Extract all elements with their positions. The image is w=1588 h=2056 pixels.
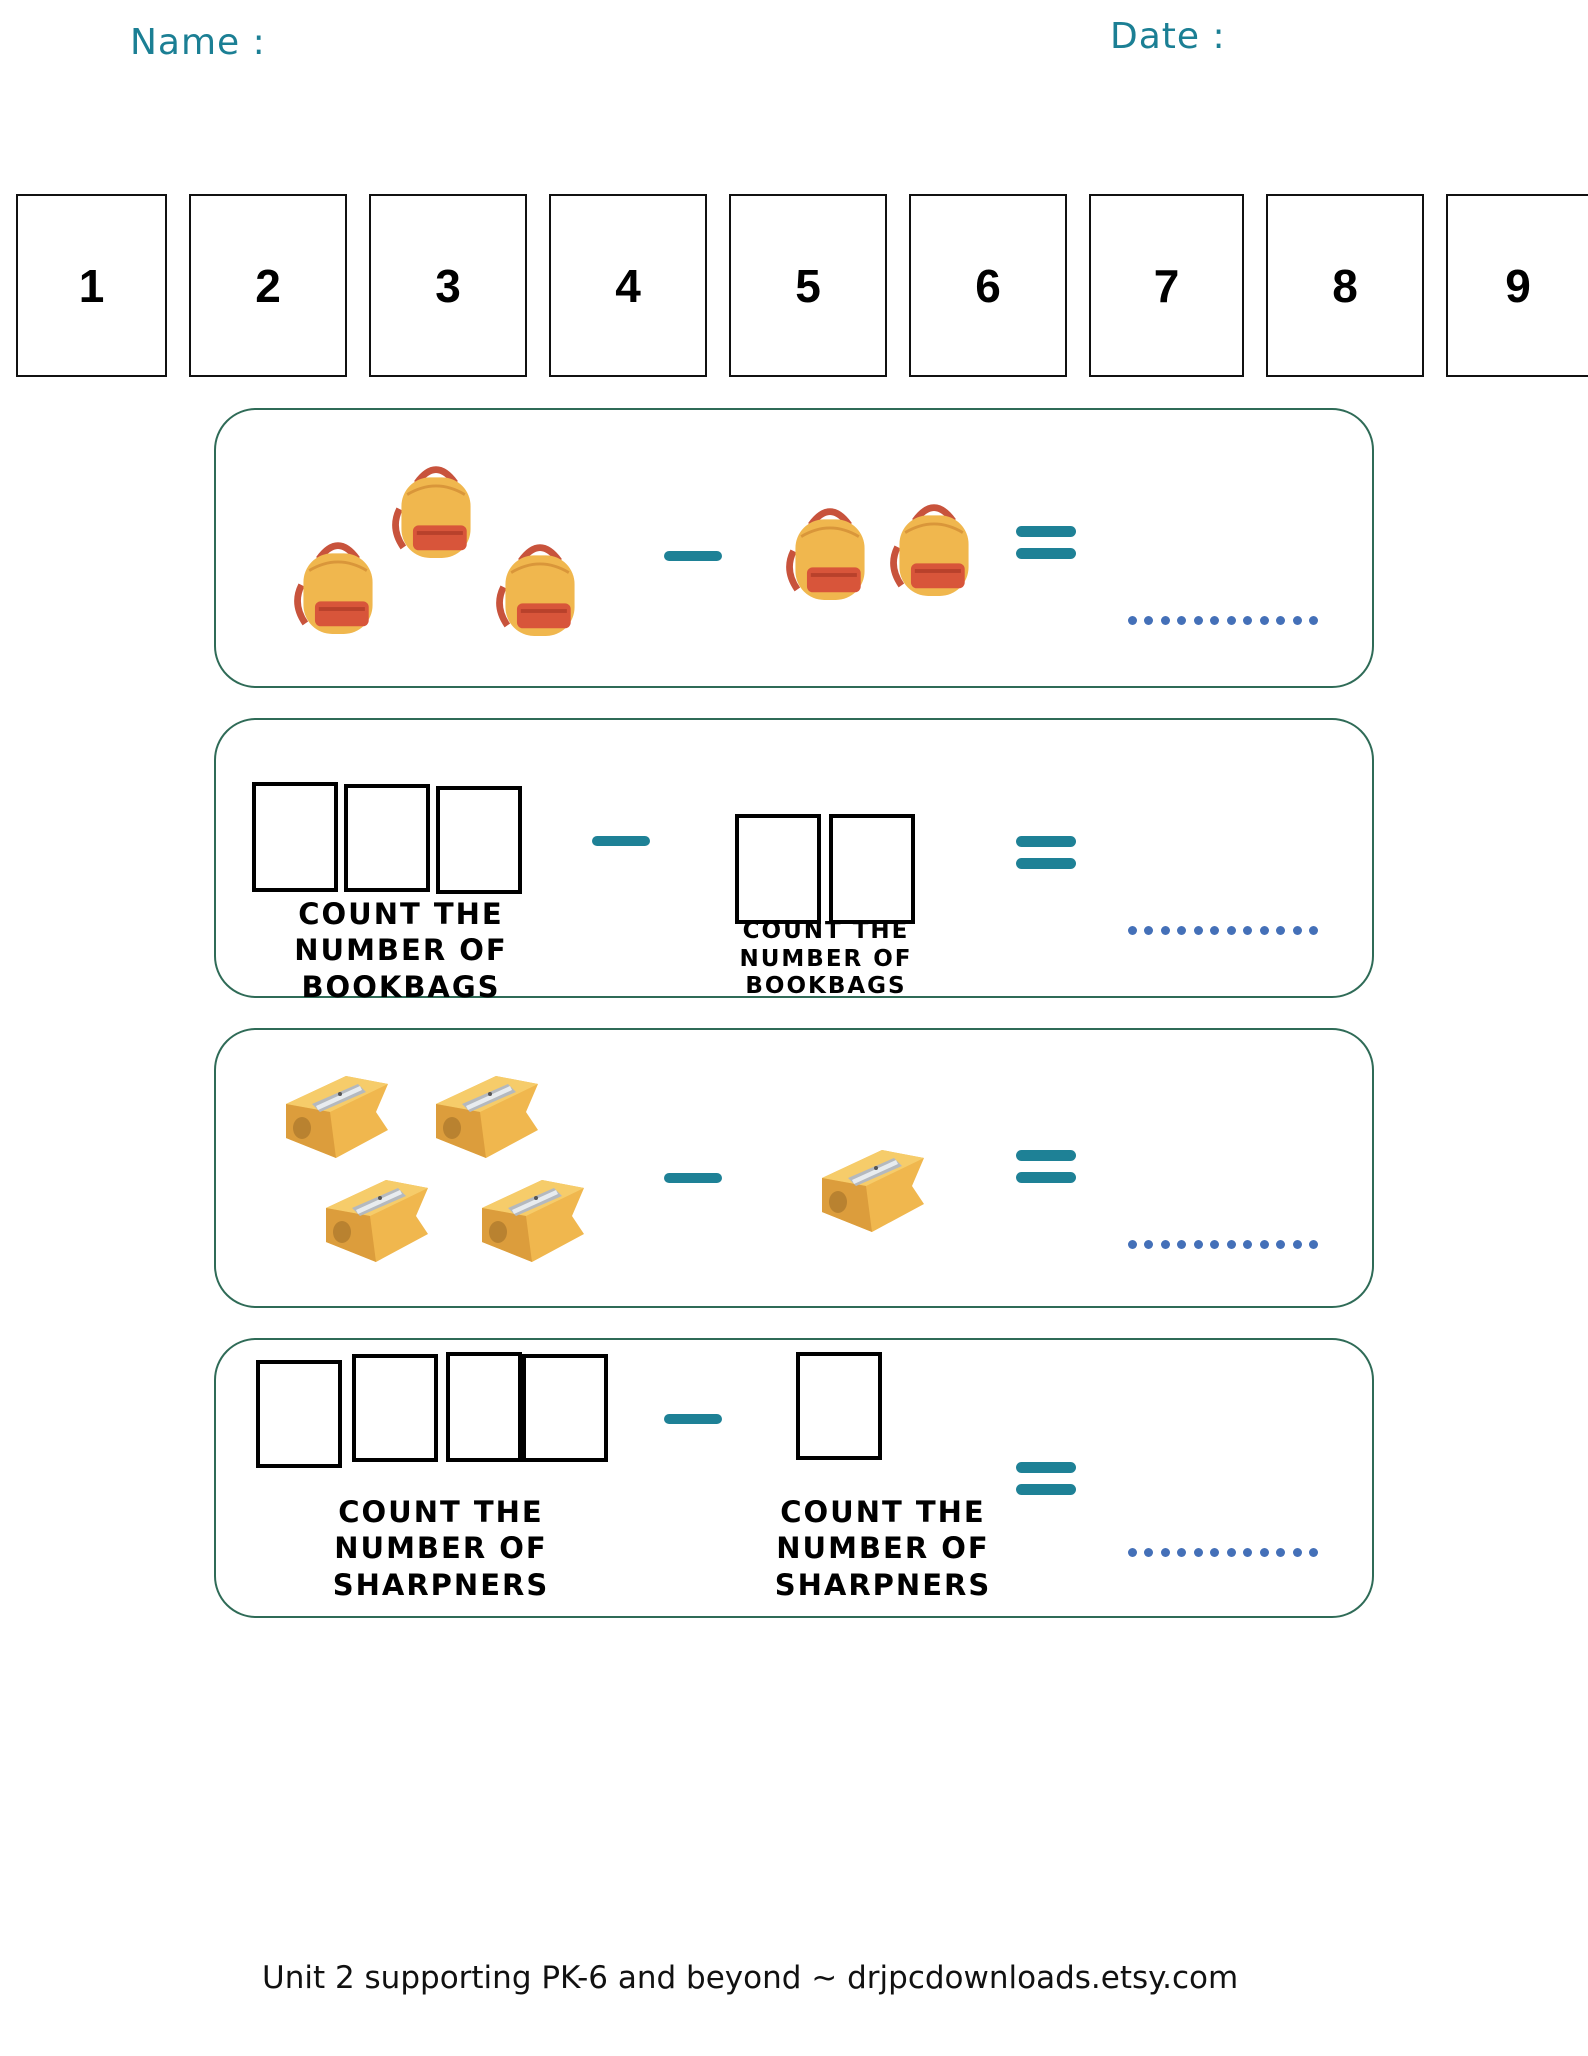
sharpener-icon xyxy=(472,1158,592,1268)
count-box[interactable] xyxy=(436,786,522,894)
number-card: 8 xyxy=(1266,194,1424,377)
problem-2-panel: COUNT THE NUMBER OF BOOKBAGS COUNT THE N… xyxy=(214,718,1374,1004)
equals-sign xyxy=(1016,526,1076,570)
answer-blank[interactable]: .......... xyxy=(1128,616,1318,630)
sharpener-icon xyxy=(276,1054,396,1164)
count-caption: COUNT THE NUMBER OF SHARPNERS xyxy=(332,1495,550,1602)
problem-4-panel: COUNT THE NUMBER OF SHARPNERS COUNT THE … xyxy=(214,1338,1374,1618)
number-card: 1 xyxy=(16,194,167,377)
count-caption: COUNT THE NUMBER OF SHARPNERS xyxy=(774,1495,992,1602)
number-card: 5 xyxy=(729,194,887,377)
problem-3-panel: .......... xyxy=(214,1028,1374,1308)
minus-sign xyxy=(664,1173,722,1183)
number-card: 4 xyxy=(549,194,707,377)
bookbag-icon xyxy=(782,496,878,606)
equals-sign xyxy=(1016,836,1076,880)
answer-blank[interactable]: .......... xyxy=(1128,926,1318,940)
problem-1-panel: .......... xyxy=(214,408,1374,688)
number-card: 2 xyxy=(189,194,347,377)
count-box[interactable] xyxy=(344,784,430,892)
sharpener-icon xyxy=(316,1158,436,1268)
count-box[interactable] xyxy=(352,1354,438,1462)
name-label: Name : xyxy=(130,22,266,63)
count-caption: COUNT THE NUMBER OF BOOKBAGS xyxy=(739,918,913,1000)
minus-sign xyxy=(664,551,722,561)
count-box[interactable] xyxy=(446,1352,522,1462)
count-box[interactable] xyxy=(522,1354,608,1462)
footer-credit: Unit 2 supporting PK-6 and beyond ~ drjp… xyxy=(262,1960,1239,1996)
bookbag-icon xyxy=(388,454,484,564)
bookbag-icon xyxy=(492,532,588,642)
minus-sign xyxy=(592,836,650,846)
minus-sign xyxy=(664,1414,722,1424)
answer-blank[interactable]: .......... xyxy=(1128,1240,1318,1254)
count-caption: COUNT THE NUMBER OF BOOKBAGS xyxy=(294,897,508,1004)
number-card: 6 xyxy=(909,194,1067,377)
number-card: 3 xyxy=(369,194,527,377)
count-box[interactable] xyxy=(735,814,821,924)
answer-blank[interactable]: .......... xyxy=(1128,1548,1318,1562)
count-box[interactable] xyxy=(796,1352,882,1460)
sharpener-icon xyxy=(426,1054,546,1164)
bookbag-icon xyxy=(290,530,386,640)
count-box[interactable] xyxy=(252,782,338,892)
sharpener-icon xyxy=(812,1128,932,1238)
equals-sign xyxy=(1016,1462,1076,1506)
count-box[interactable] xyxy=(256,1360,342,1468)
number-card: 9 xyxy=(1446,194,1588,377)
bookbag-icon xyxy=(886,492,982,602)
date-label: Date : xyxy=(1110,16,1226,57)
number-card: 7 xyxy=(1089,194,1244,377)
equals-sign xyxy=(1016,1150,1076,1194)
count-box[interactable] xyxy=(829,814,915,924)
